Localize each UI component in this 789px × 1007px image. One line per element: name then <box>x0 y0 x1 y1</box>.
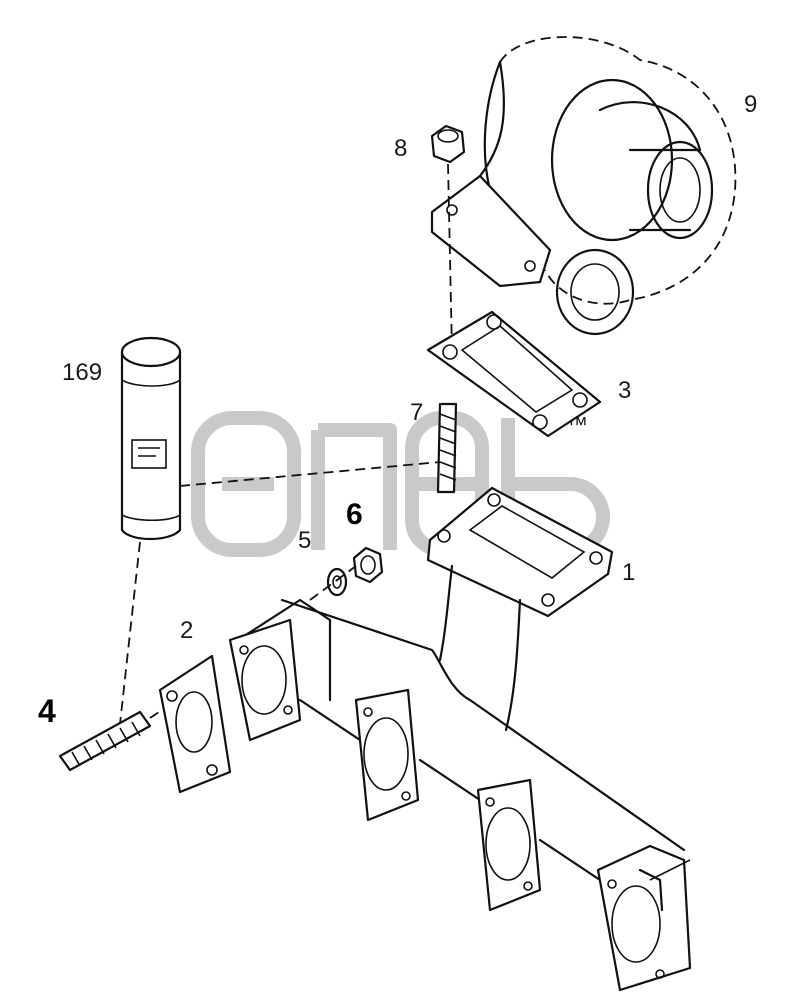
stud-4 <box>58 709 163 772</box>
callout-5: 5 <box>298 527 311 554</box>
leader-169-to-7 <box>179 461 441 487</box>
nut-6 <box>352 546 384 584</box>
turbocharger <box>430 36 737 336</box>
leader-169-to-4 <box>117 541 141 743</box>
leader-5-6 <box>309 565 357 601</box>
callout-9: 9 <box>744 91 757 118</box>
sealant-tube-169 <box>120 336 182 540</box>
manifold-outlet-flange-1 <box>426 486 614 618</box>
callout-1: 1 <box>622 559 635 586</box>
callout-3: 3 <box>618 377 631 404</box>
callout-6: 6 <box>346 498 363 531</box>
exhaust-manifold <box>228 564 692 992</box>
nut-8 <box>430 124 466 164</box>
gasket-3 <box>426 310 602 438</box>
leader-8-to-3 <box>447 163 453 353</box>
callout-7: 7 <box>410 399 423 426</box>
callout-2: 2 <box>180 617 193 644</box>
callout-4: 4 <box>38 693 56 729</box>
gasket-2 <box>158 654 232 794</box>
stud-7 <box>436 402 458 494</box>
washer-5 <box>326 567 348 597</box>
callout-169: 169 <box>62 359 102 386</box>
callout-8: 8 <box>394 135 407 162</box>
